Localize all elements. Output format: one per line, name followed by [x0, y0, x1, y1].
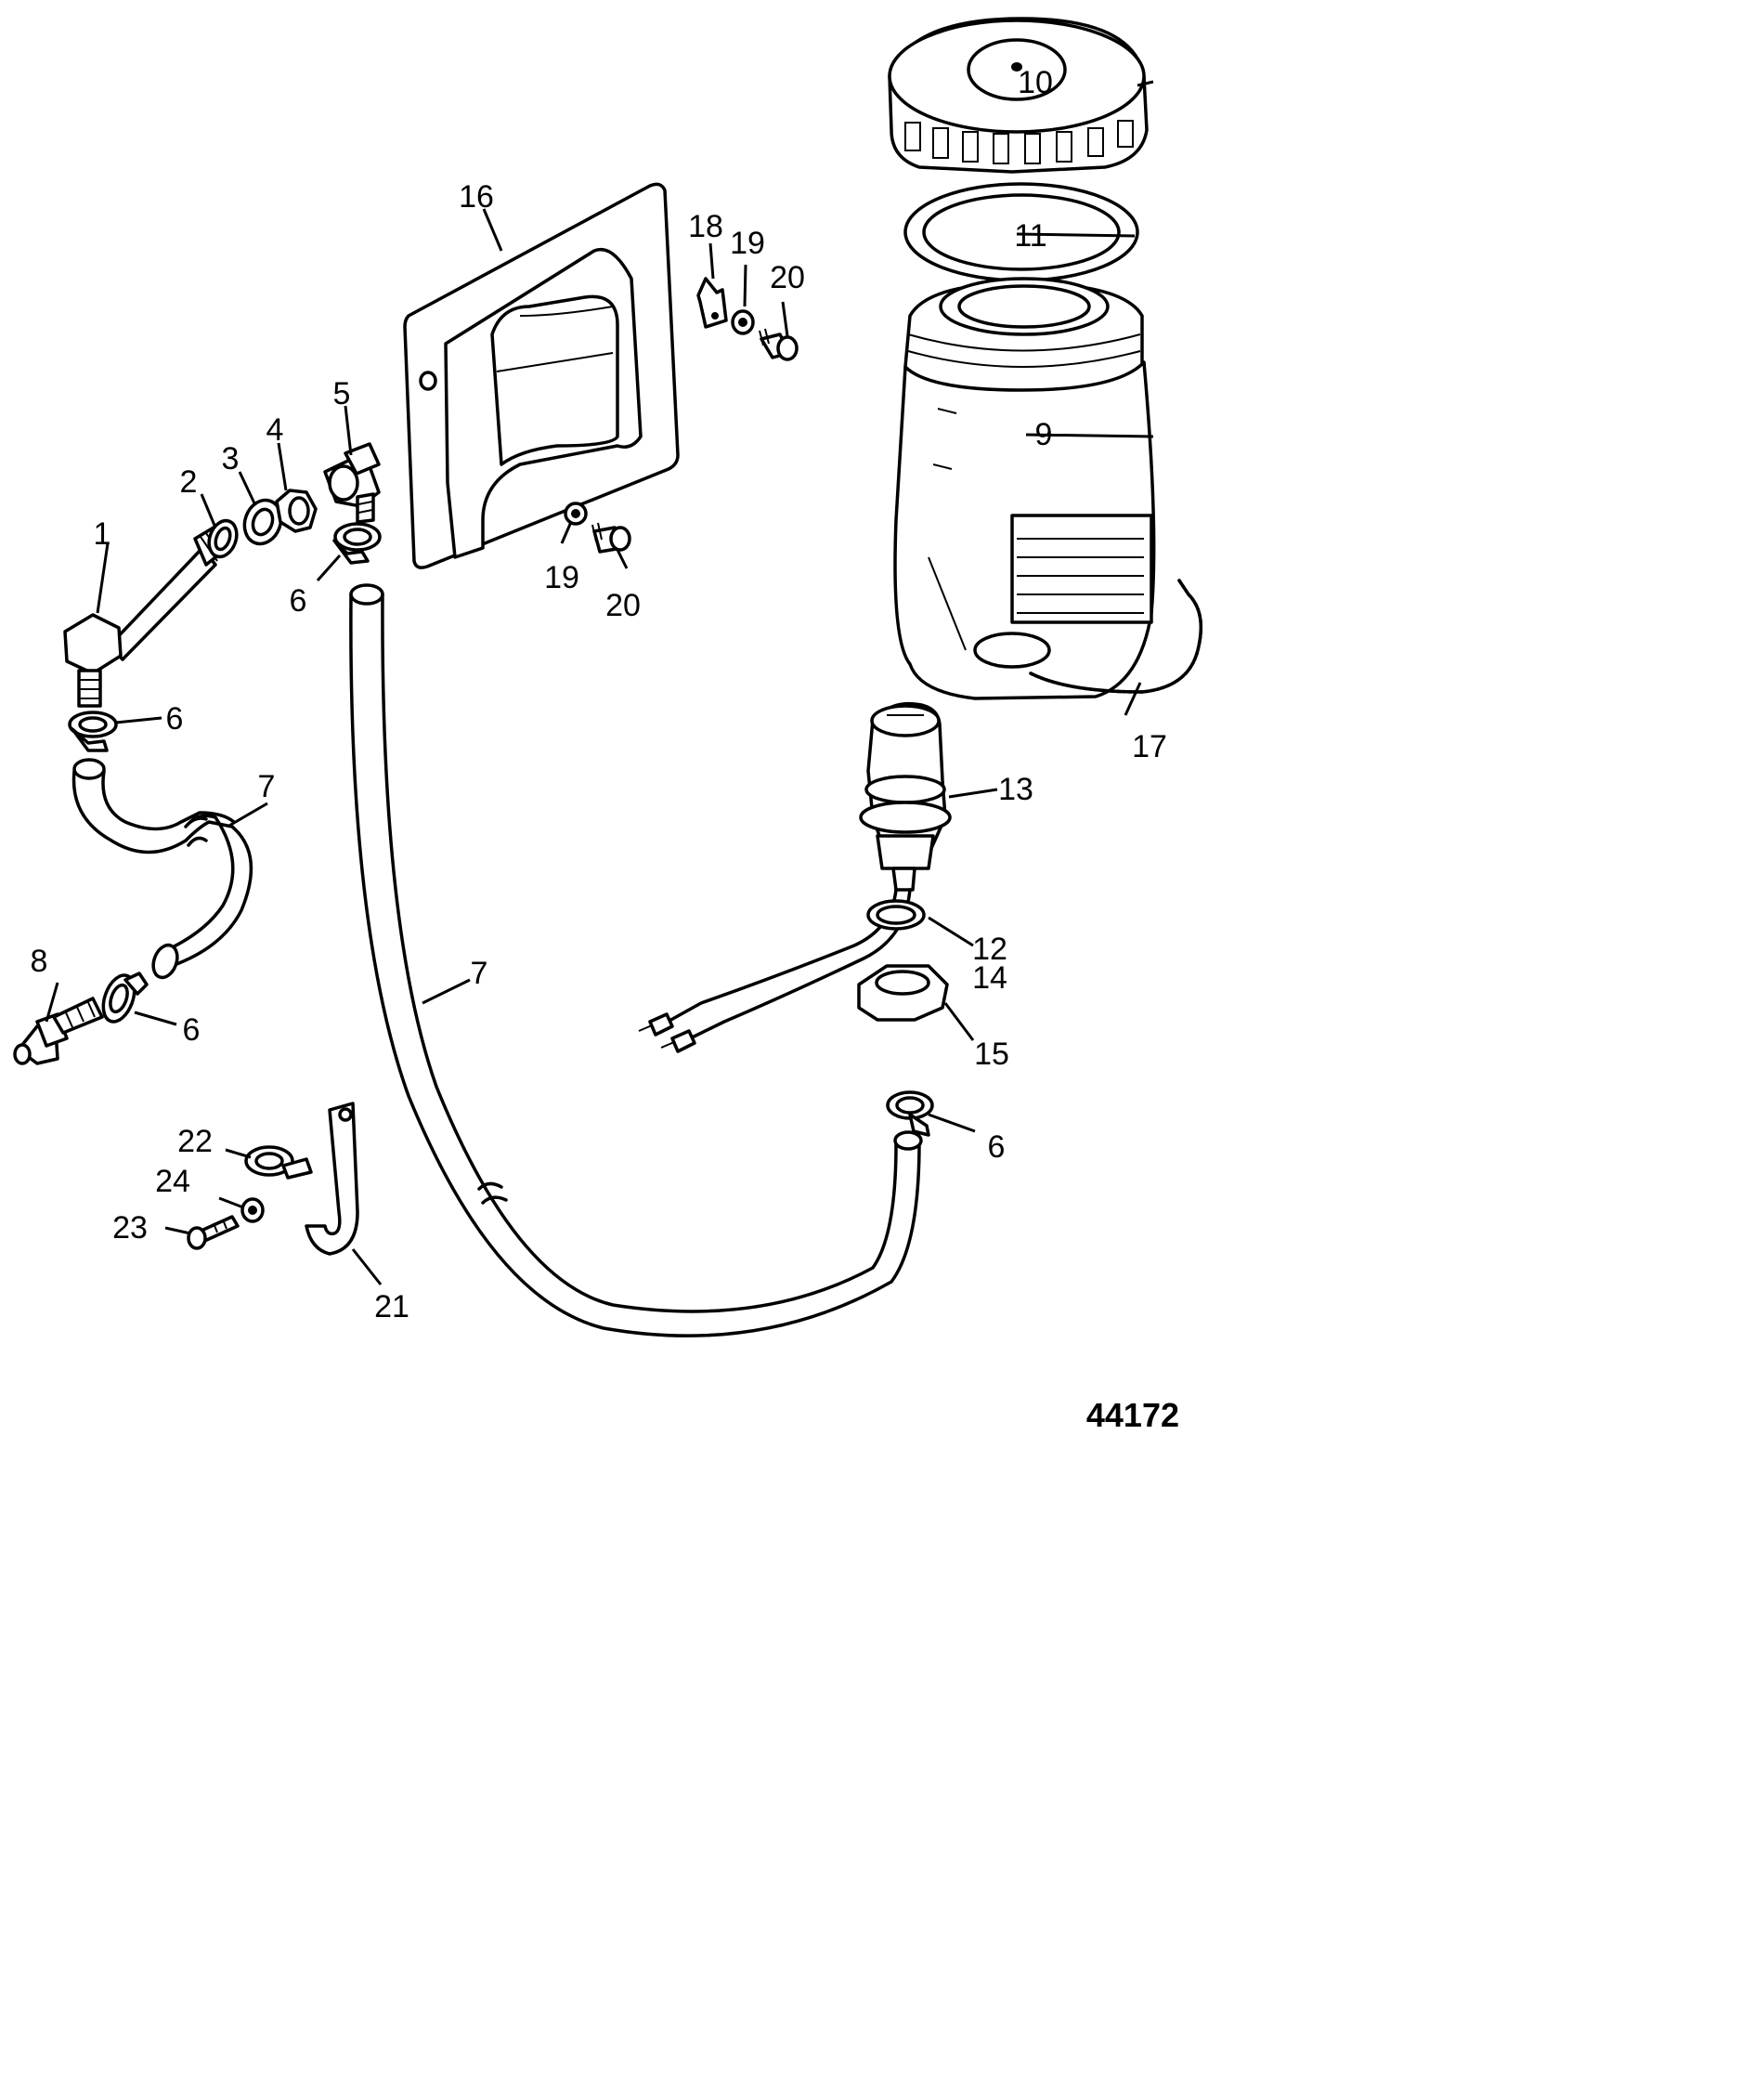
- callout-15: 15: [974, 1037, 1009, 1072]
- figure-number: 44172: [1086, 1396, 1179, 1434]
- washer-small: [207, 518, 239, 559]
- callout-21: 21: [374, 1289, 409, 1324]
- callout-17: 17: [1132, 729, 1167, 764]
- reservoir-cap: [888, 17, 1149, 174]
- mount-screw: [187, 1215, 240, 1250]
- callout-9: 9: [1035, 417, 1053, 452]
- callout-18: 18: [688, 209, 723, 244]
- callout-6-left-bottom: 6: [183, 1012, 201, 1048]
- hose-short: [71, 758, 253, 980]
- callout-7-short: 7: [258, 769, 276, 804]
- hose-long: [349, 583, 923, 1337]
- callout-6-left-top: 6: [166, 701, 184, 737]
- callout-10: 10: [1018, 65, 1053, 100]
- callout-4: 4: [266, 412, 284, 448]
- callout-labels: 1 2 3 4 5 6 6 6 6 7 7 8 9 10 11 12 13 14…: [31, 65, 1167, 1324]
- callout-13: 13: [998, 772, 1033, 807]
- hose-clamp-right: [886, 1090, 934, 1137]
- screw-top: [759, 328, 799, 361]
- level-sensor: [859, 701, 952, 892]
- cap-o-ring: [903, 182, 1139, 282]
- clip-top: [696, 277, 728, 329]
- mount-washer: [240, 1197, 265, 1223]
- callout-1: 1: [94, 516, 111, 552]
- callout-12: 12: [972, 932, 1007, 967]
- screw-lower: [591, 522, 631, 554]
- callout-20-top: 20: [770, 260, 805, 295]
- callout-23: 23: [112, 1210, 148, 1246]
- hose-clamp-bracket: [244, 1145, 313, 1180]
- hose-clamp-upper: [332, 522, 382, 565]
- callout-3: 3: [222, 441, 240, 476]
- callout-5: 5: [333, 376, 351, 411]
- reservoir-bottle: [893, 277, 1156, 700]
- callout-6-upper: 6: [290, 583, 307, 619]
- jam-nut: [275, 489, 318, 533]
- callout-14: 14: [972, 960, 1007, 996]
- sensor-nut: [857, 964, 949, 1022]
- callout-20-lower: 20: [605, 588, 641, 623]
- spiral-wrap: [1029, 579, 1203, 694]
- callout-6-right: 6: [988, 1129, 1006, 1165]
- barbed-fitting: [13, 997, 104, 1065]
- callout-11: 11: [1014, 218, 1046, 254]
- hose-clamp-left-bottom: [101, 972, 149, 1024]
- callout-16: 16: [459, 179, 494, 215]
- hose-clamp-left-top: [68, 711, 118, 752]
- elbow-fitting: [63, 523, 227, 708]
- callout-22: 22: [177, 1124, 213, 1159]
- reservoir-bracket: [403, 182, 680, 569]
- callout-24: 24: [155, 1164, 190, 1199]
- callout-19-top: 19: [730, 226, 765, 261]
- elbow-connector: [323, 442, 381, 524]
- sensor-seal: [866, 899, 926, 931]
- washer-lower: [564, 502, 588, 526]
- callout-2: 2: [180, 464, 198, 500]
- callout-7-long: 7: [471, 956, 488, 991]
- p-clip: [305, 1102, 359, 1256]
- washer-top: [731, 309, 755, 335]
- washer-large: [242, 498, 283, 546]
- callout-8: 8: [31, 944, 48, 979]
- leader-lines: [45, 80, 1154, 1285]
- callout-19-lower: 19: [544, 560, 579, 595]
